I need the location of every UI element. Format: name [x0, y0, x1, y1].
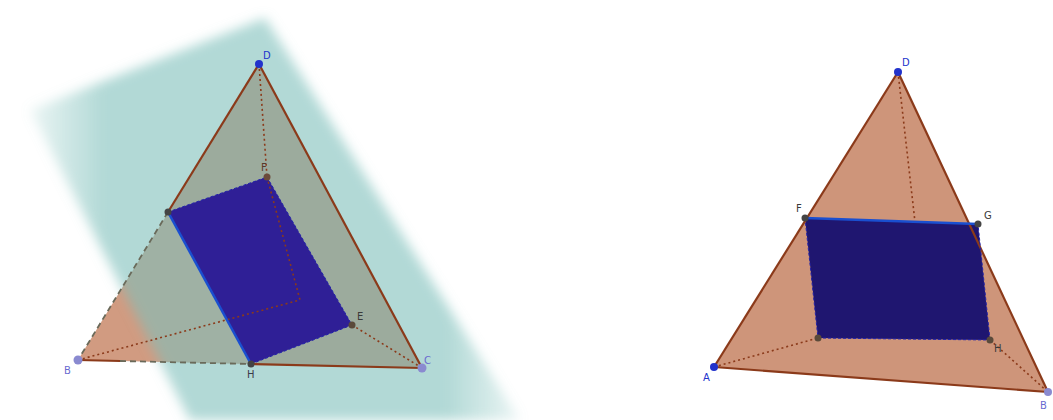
hidden-edges: [78, 64, 422, 368]
hidden-edges: [714, 72, 1048, 392]
section-outline: [805, 218, 990, 340]
edges-behind-plane: [78, 212, 251, 364]
section-outline: [168, 177, 352, 364]
point-label: E: [357, 311, 363, 323]
left-tetrahedron: [30, 18, 520, 420]
vertex-label: C: [424, 355, 431, 367]
point-label: H: [247, 369, 255, 381]
section-rectangle: [168, 177, 352, 364]
points: [710, 68, 1052, 396]
cutting-plane: [30, 18, 520, 420]
section-edge: [805, 218, 978, 224]
right-tetrahedron: [710, 68, 1052, 396]
tetra-edges: [714, 72, 1048, 392]
vertex-label: B: [1040, 400, 1047, 412]
vertex-label: B: [64, 365, 71, 377]
point-label: H: [994, 343, 1002, 355]
vertex-label: D: [902, 57, 910, 69]
tetra-face: [714, 72, 1048, 392]
point-label: F: [261, 162, 267, 174]
section-rectangle: [805, 218, 990, 340]
points: [74, 60, 427, 373]
tetra-edges: [78, 64, 422, 368]
vertex-label: A: [703, 372, 710, 384]
section-edge: [168, 212, 251, 364]
point-label: F: [796, 203, 802, 215]
vertex-label: D: [263, 50, 271, 62]
point-label: G: [984, 210, 992, 222]
